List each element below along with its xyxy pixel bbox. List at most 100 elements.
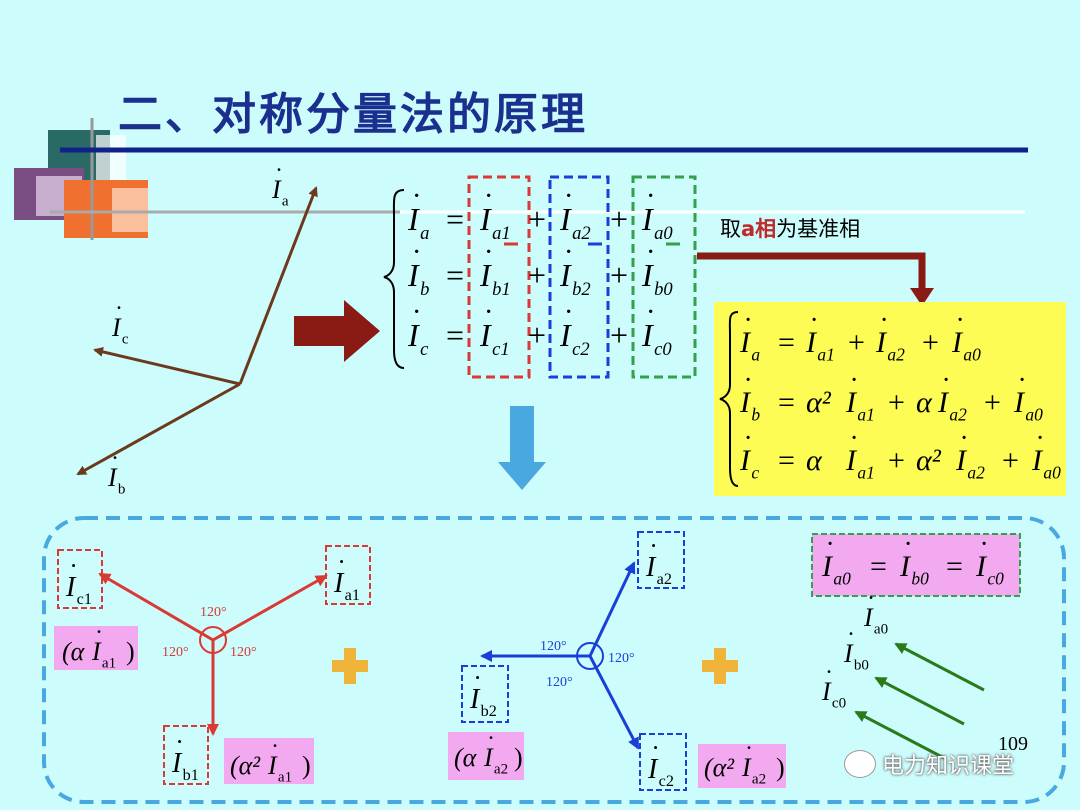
negative-sequence-star — [480, 561, 640, 750]
note-suffix: 为基准相 — [776, 217, 861, 241]
phasor-symbol: I — [821, 677, 832, 706]
zero-eq-box — [811, 533, 1021, 597]
phasor-symbol: I — [739, 326, 752, 359]
phasor-subscript: c2 — [659, 772, 674, 790]
phasor-symbol: I — [469, 684, 481, 715]
phasor-dot: · — [646, 180, 656, 212]
phasor-symbol: I — [271, 175, 282, 204]
phasor-dot: · — [484, 180, 494, 212]
phasor-symbol: I — [559, 257, 572, 293]
phasor-subscript: a1 — [857, 404, 874, 424]
phasor-symbol: I — [875, 326, 888, 359]
phasor-subscript: c1 — [492, 339, 510, 360]
phasor-dot: · — [744, 365, 753, 395]
phasor-subscript: a2 — [657, 570, 672, 588]
brace-left — [383, 189, 405, 369]
phasor-symbol: I — [821, 550, 834, 583]
phasor-dot: · — [651, 735, 659, 762]
phasor-symbol: I — [937, 386, 950, 419]
phasor-subscript: a0 — [874, 621, 888, 637]
phasor-subscript: b0 — [911, 568, 929, 588]
phasor-subscript: a0 — [963, 344, 981, 364]
phasor-symbol: I — [739, 386, 752, 419]
phasor-symbol: I — [741, 753, 752, 782]
phasor-symbol: I — [739, 444, 752, 477]
phasor-diagram — [76, 186, 318, 476]
paren: ) — [302, 751, 311, 780]
plus-sign: + — [528, 257, 546, 293]
angle-label: 120° — [540, 639, 567, 654]
coefficient: (α² — [704, 753, 735, 782]
label-box-a2 — [637, 531, 685, 589]
phasor-subscript: b0 — [654, 279, 673, 300]
phasor-subscript: a2 — [572, 223, 591, 244]
phasor-dot: · — [745, 736, 753, 762]
phasor-dot: · — [337, 549, 345, 576]
coefficient: α² — [916, 444, 942, 477]
result-box — [714, 302, 1066, 496]
coefficient: α² — [806, 386, 832, 419]
coefficient: (α — [454, 743, 478, 772]
phasor-dot: · — [646, 296, 656, 328]
phasor-symbol: I — [951, 326, 964, 359]
phasor-symbol: I — [863, 603, 874, 632]
paren: ) — [514, 743, 523, 772]
phasor-symbol: I — [333, 568, 345, 599]
phasor-dot: · — [847, 622, 855, 648]
phasor-symbol: I — [479, 257, 492, 293]
paren: ) — [776, 753, 785, 782]
phasor-subscript: c1 — [77, 590, 92, 608]
phasor-subscript: a1 — [102, 655, 116, 671]
phasor-symbol: I — [407, 317, 420, 353]
phasor-dot: · — [904, 529, 913, 559]
equals-sign: = — [446, 317, 464, 353]
phasor-subscript: a0 — [654, 223, 673, 244]
phasor-dot: · — [942, 365, 951, 395]
down-arrow-icon — [498, 406, 546, 490]
phasor-dot: · — [115, 296, 123, 322]
phasor-symbol: I — [407, 257, 420, 293]
phasor-dot: · — [649, 533, 657, 560]
wechat-icon — [844, 750, 876, 778]
phasor-subscript: a — [420, 223, 429, 244]
plus-icon — [332, 648, 368, 684]
phasor-subscript: a2 — [887, 344, 905, 364]
phasor-dot: · — [564, 180, 574, 212]
zero-sequence-phasors — [854, 642, 985, 760]
phasor-dot: · — [111, 446, 119, 472]
phasor-symbol: I — [975, 550, 988, 583]
phasor-subscript: b2 — [572, 279, 591, 300]
plus-sign: + — [922, 326, 939, 359]
phasor-dot: · — [484, 236, 494, 268]
phasor-symbol: I — [843, 639, 854, 668]
phasor-symbol: I — [805, 326, 818, 359]
coef-box — [224, 738, 314, 784]
label-box-a1 — [325, 545, 371, 605]
phasor-dot: · — [95, 620, 103, 646]
phasor-dot: · — [1018, 365, 1027, 395]
phasor-dot: · — [826, 529, 835, 559]
plus-sign: + — [610, 201, 628, 237]
note-prefix: 取 — [720, 217, 741, 241]
plus-sign: + — [528, 201, 546, 237]
phasor-subscript: a2 — [752, 771, 766, 787]
phasor-symbol: I — [107, 463, 118, 492]
sequence-panel — [42, 516, 1066, 804]
phasor-dot: · — [484, 296, 494, 328]
plus-sign: + — [984, 386, 1001, 419]
phasor-dot: · — [564, 296, 574, 328]
phasor-subscript: a0 — [1043, 462, 1061, 482]
paren: ) — [126, 637, 135, 666]
phasor-subscript: a2 — [967, 462, 985, 482]
down-arrow-icon-red — [910, 288, 934, 306]
phasor-dot: · — [744, 305, 753, 335]
equals-sign: = — [870, 550, 887, 583]
phasor-dot: · — [744, 423, 753, 453]
watermark: 电力知识课堂 — [882, 754, 1015, 779]
phasor-subscript: a1 — [278, 769, 292, 785]
phasor-dot: · — [810, 305, 819, 335]
phasor-dot: · — [275, 158, 283, 184]
equals-sign: = — [446, 201, 464, 237]
phasor-symbol: I — [559, 201, 572, 237]
